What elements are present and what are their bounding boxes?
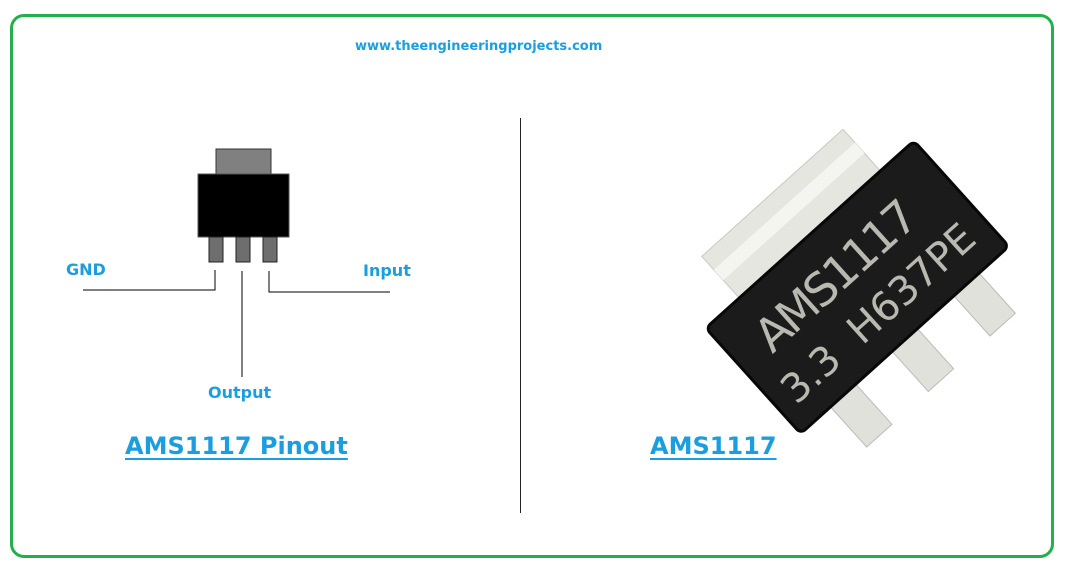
chip-tab <box>215 148 272 175</box>
green-frame <box>10 14 1054 558</box>
photo-title: AMS1117 <box>650 432 777 460</box>
website-url: www.theengineeringprojects.com <box>355 39 603 54</box>
divider-line <box>520 118 521 513</box>
pinout-title: AMS1117 Pinout <box>125 432 348 460</box>
chip-body <box>197 173 290 238</box>
ams1117-chip-photo: AMS1117 3.3 H637PE <box>701 128 1016 448</box>
output-label: Output <box>208 383 272 402</box>
pin-gnd <box>208 236 224 263</box>
photo-body <box>706 141 1008 433</box>
pin-input <box>262 236 278 263</box>
input-label: Input <box>363 261 411 280</box>
gnd-leader-line <box>83 270 216 291</box>
pin-output <box>235 236 251 263</box>
input-leader-line <box>268 271 390 293</box>
gnd-label: GND <box>66 260 106 279</box>
